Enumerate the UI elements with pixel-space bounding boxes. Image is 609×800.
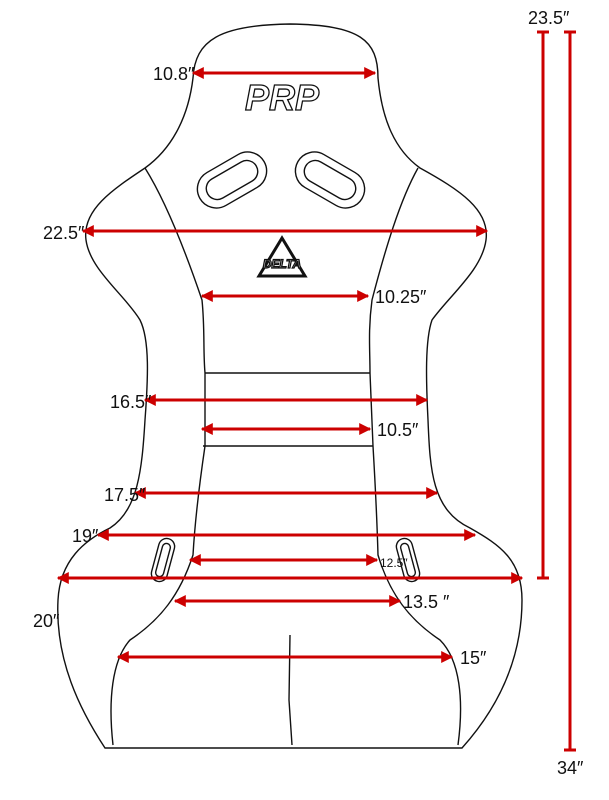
harness-slot-right bbox=[294, 151, 366, 209]
prp-logo: PRP bbox=[245, 77, 320, 118]
dim-label-upper-inner: 10.25″ bbox=[375, 287, 427, 307]
dim-bar-back-height bbox=[537, 30, 549, 580]
dim-label-mid-inner: 10.5″ bbox=[377, 420, 419, 440]
dim-label-mid-outer: 16.5″ bbox=[110, 392, 152, 412]
dim-label-thigh: 15″ bbox=[460, 648, 487, 668]
dim-label-hip-inner: 12.5″ bbox=[380, 556, 408, 570]
lap-belt-slot-left bbox=[150, 537, 176, 583]
dim-label-total-height: 34″ bbox=[557, 758, 584, 778]
dim-label-seat-inner: 13.5 ″ bbox=[403, 592, 450, 612]
dim-label-seat-width: 20″ bbox=[33, 611, 60, 631]
seat-center-seam bbox=[288, 634, 293, 746]
delta-logo: DELTA bbox=[256, 235, 308, 278]
dim-label-back-height: 23.5″ bbox=[528, 8, 570, 28]
dim-label-headrest: 10.8″ bbox=[153, 64, 195, 84]
dim-label-shoulder: 22.5″ bbox=[43, 223, 85, 243]
seat-outer-outline bbox=[57, 23, 523, 749]
harness-slot-left bbox=[196, 151, 268, 209]
dim-label-lower-outer: 17.5″ bbox=[104, 485, 146, 505]
dim-bar-total-height bbox=[564, 30, 576, 752]
svg-text:DELTA: DELTA bbox=[263, 257, 301, 271]
right-bolster-line bbox=[368, 167, 462, 746]
dim-label-hip-outer: 19″ bbox=[72, 526, 99, 546]
